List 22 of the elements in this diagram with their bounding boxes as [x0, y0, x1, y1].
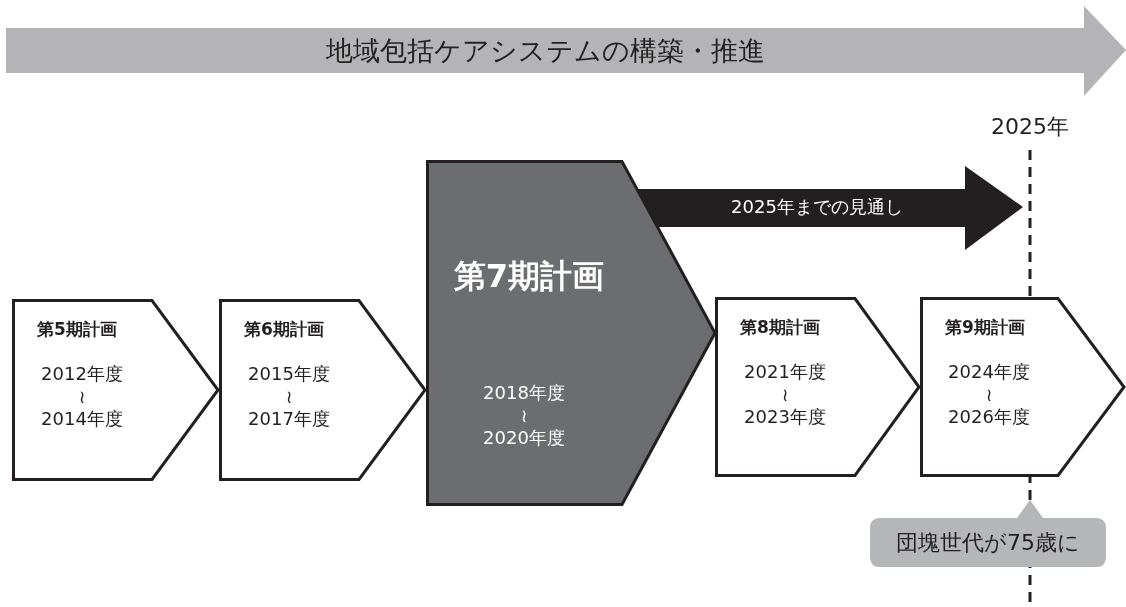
- callout-bubble: [870, 498, 1106, 567]
- plan-heading: 第8期計画: [739, 319, 821, 336]
- plan-panel: [920, 297, 1126, 477]
- banner-arrow: [6, 6, 1126, 96]
- period-text: 2018年度 ≀ 2020年度: [483, 382, 565, 450]
- banner-title: 地域包括ケアシステムの構築・推進: [324, 37, 766, 64]
- period-text: 2021年度 ≀ 2023年度: [744, 361, 826, 429]
- plan-heading: 第6期計画: [243, 321, 325, 338]
- period-text: 2012年度 ≀ 2014年度: [41, 363, 123, 431]
- year-label: 2025年: [990, 116, 1070, 138]
- plan-panel: [219, 299, 427, 481]
- plan-heading: 第9期計画: [944, 319, 1026, 336]
- plan-panel: [715, 297, 921, 477]
- current-plan-panel: [426, 160, 717, 506]
- forecast-arrow: [637, 166, 1023, 250]
- period-text: 2024年度 ≀ 2026年度: [948, 361, 1030, 429]
- plan-panel: [12, 299, 220, 481]
- callout-text: 団塊世代が75歳に: [895, 532, 1081, 554]
- arrow-label: 2025年までの見通し: [730, 198, 904, 216]
- plan-heading: 第5期計画: [36, 321, 118, 338]
- period-text: 2015年度 ≀ 2017年度: [248, 363, 330, 431]
- plan-heading: 第7期計画: [452, 260, 606, 292]
